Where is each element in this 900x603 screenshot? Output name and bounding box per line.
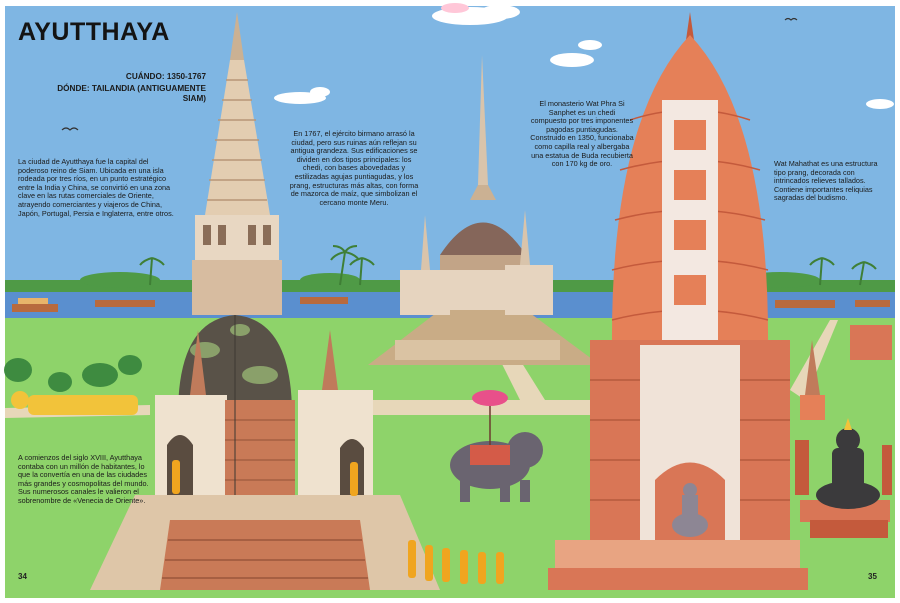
boat [12, 297, 890, 312]
reclining-buddha [11, 391, 138, 415]
place-line: DÓNDE: TAILANDIA (ANTIGUAMENTE SIAM) [57, 84, 206, 103]
elephant [450, 390, 543, 502]
cloud-icon [274, 5, 894, 109]
mahathat-paragraph: Wat Mahathat es una estructura tipo pran… [774, 159, 878, 203]
cloud-icon [441, 3, 469, 13]
page-number-right: 35 [868, 572, 877, 581]
page-title: AYUTTHAYA [18, 18, 170, 46]
central-chedi [368, 55, 600, 365]
palm-tree [139, 245, 877, 286]
prang-tower [548, 12, 808, 590]
bushes [4, 355, 142, 392]
population-paragraph: A comienzos del siglo XVIII, Ayutthaya c… [18, 453, 149, 506]
monastery-paragraph: El monasterio Wat Phra Si Sanphet es un … [530, 99, 634, 169]
page-number-left: 34 [18, 572, 27, 581]
buddha-statue [800, 418, 890, 538]
small-shrine [800, 325, 892, 420]
guardian-statue [795, 440, 892, 495]
date-line: CUÁNDO: 1350-1767 [125, 72, 206, 81]
left-chedi [90, 12, 440, 590]
ruins-paragraph: En 1767, el ejército birmano arrasó la c… [289, 129, 419, 207]
intro-paragraph: La ciudad de Ayutthaya fue la capital de… [18, 157, 174, 218]
monks [408, 540, 504, 584]
